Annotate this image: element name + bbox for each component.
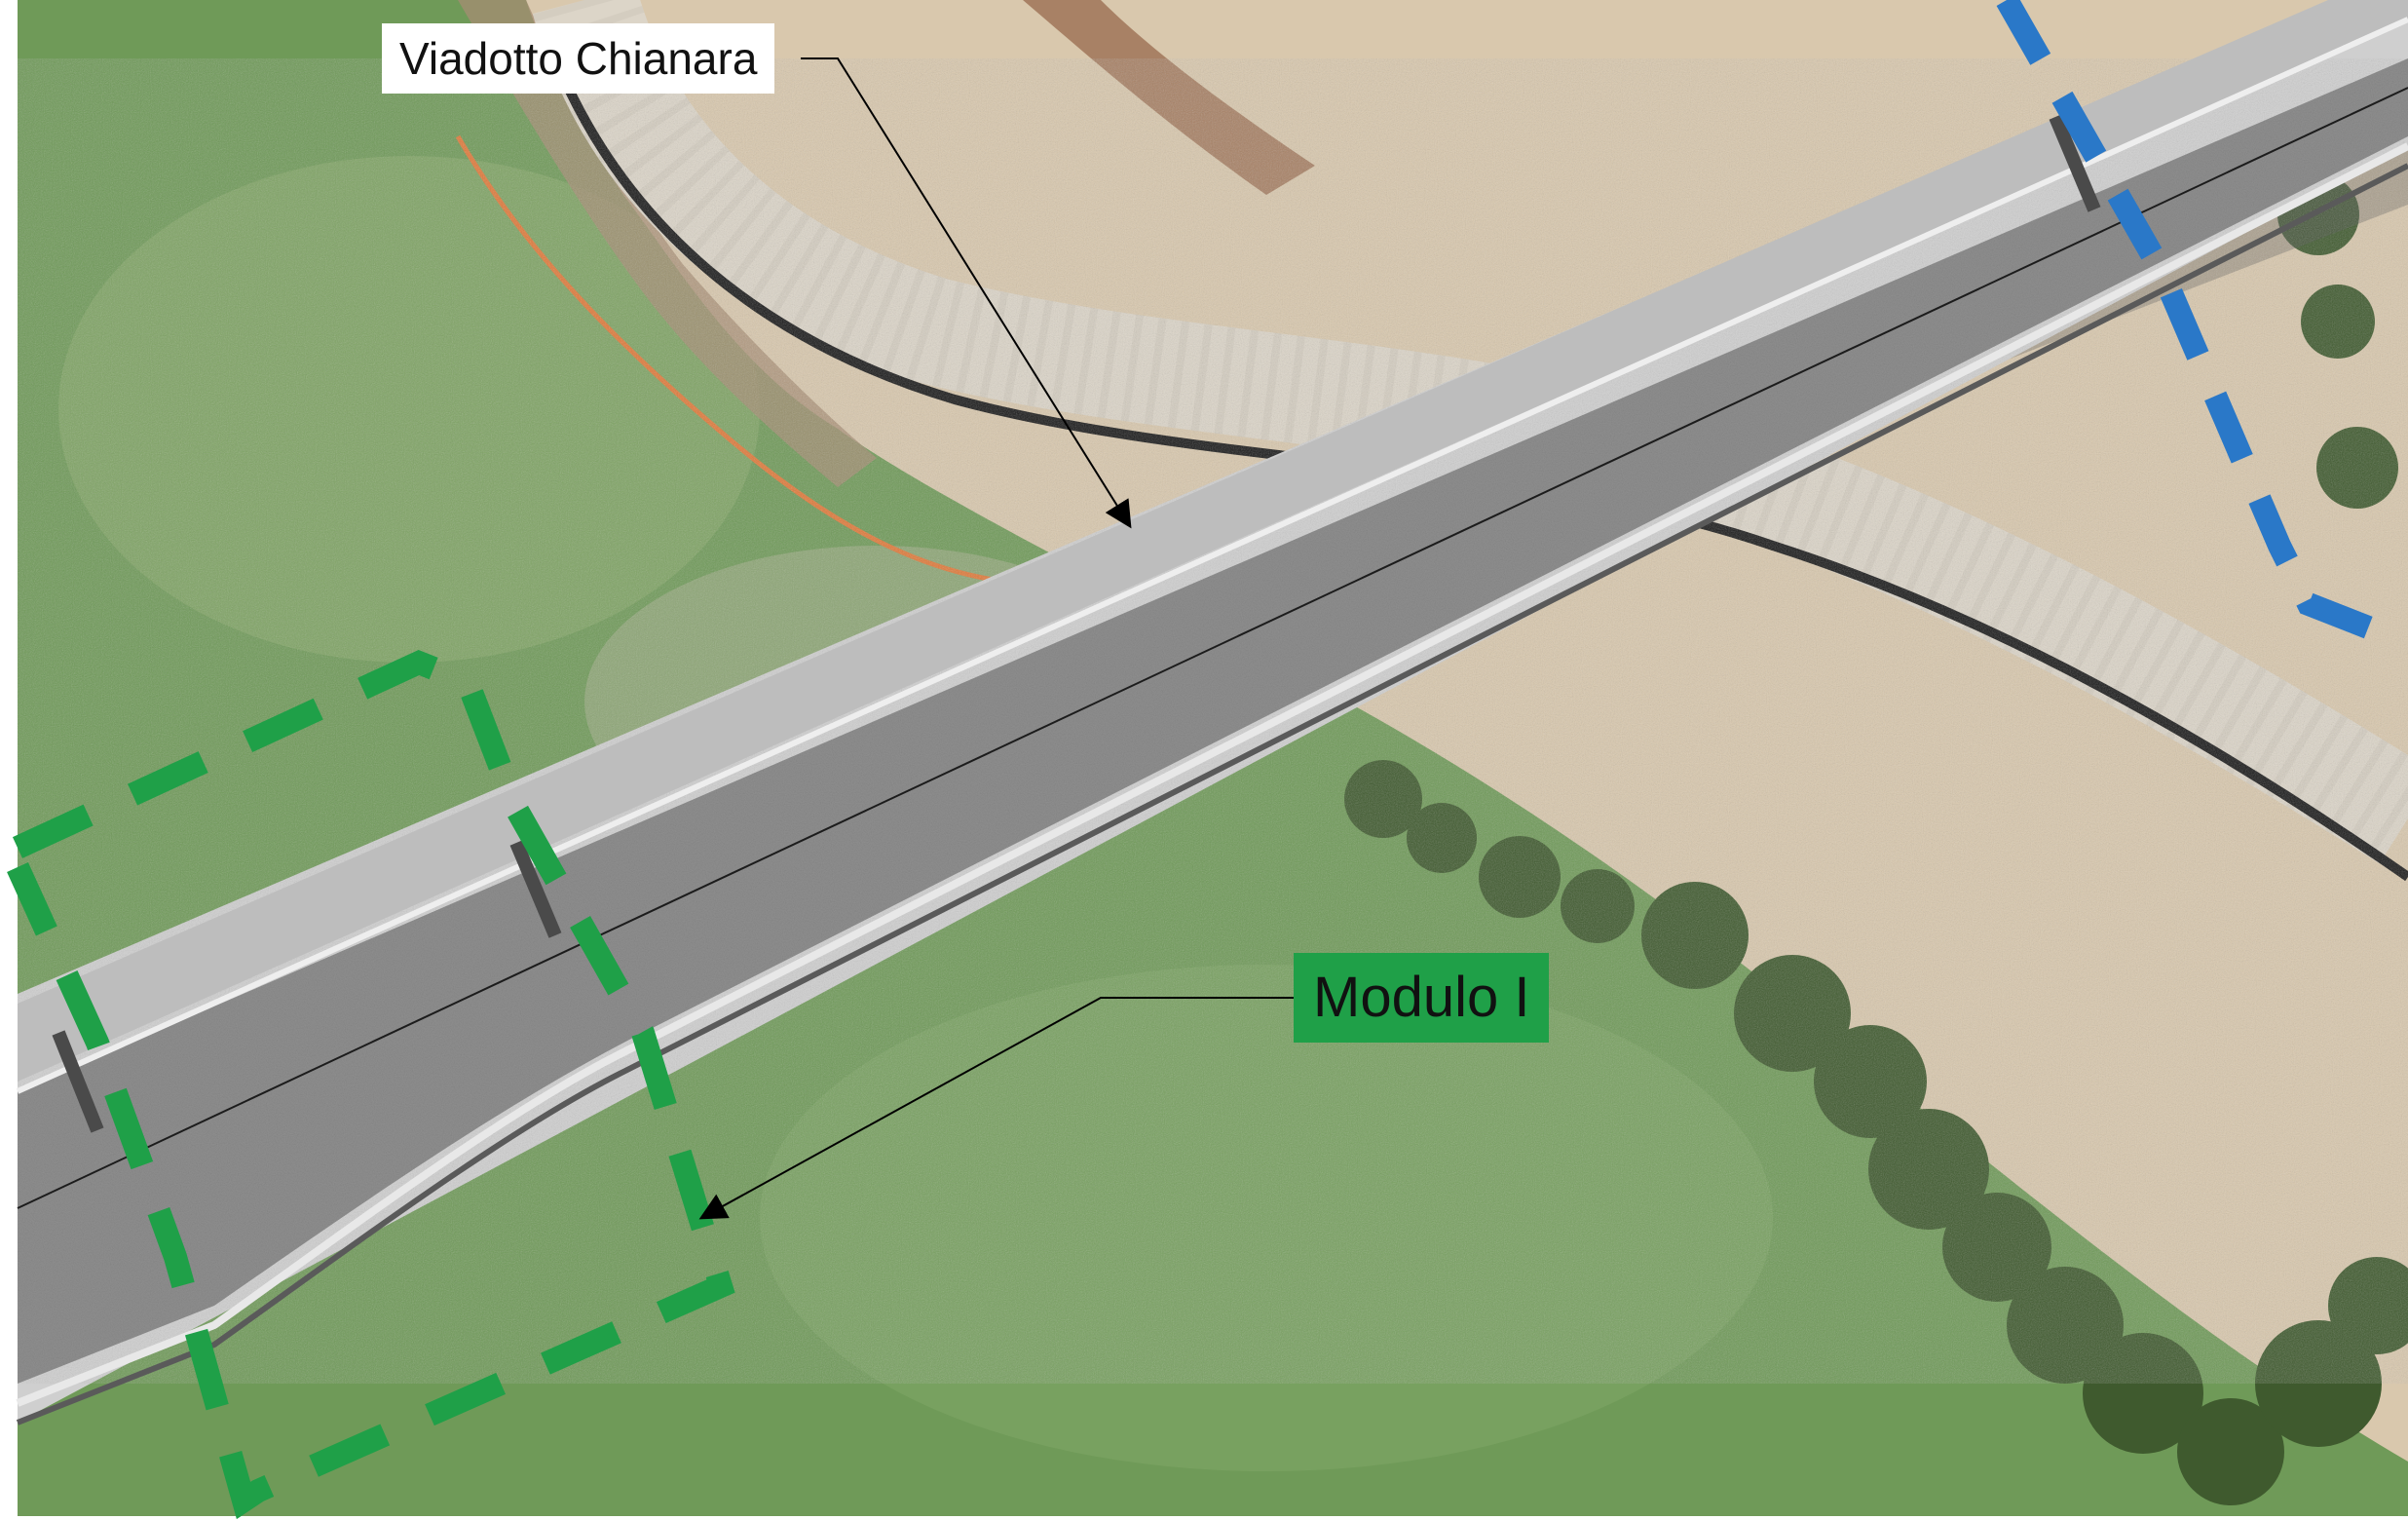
module-leader-line (698, 997, 1294, 1220)
module-outline (7, 649, 735, 1520)
access-path (532, 0, 2408, 864)
viaduct-label: Viadotto Chianara (382, 23, 775, 94)
fence-line (455, 134, 1053, 588)
viaduct-deck (16, 0, 2408, 1425)
grass-patch (58, 156, 760, 663)
viaduct-leader-line (801, 57, 1132, 529)
grass-patch (760, 965, 1773, 1471)
blue-boundary-line (1996, 0, 2408, 655)
excavation-area (1023, 0, 1315, 195)
excavation-slope (458, 0, 877, 487)
module-label: Modulo I (1294, 953, 1550, 1043)
trees (1344, 173, 2408, 1505)
